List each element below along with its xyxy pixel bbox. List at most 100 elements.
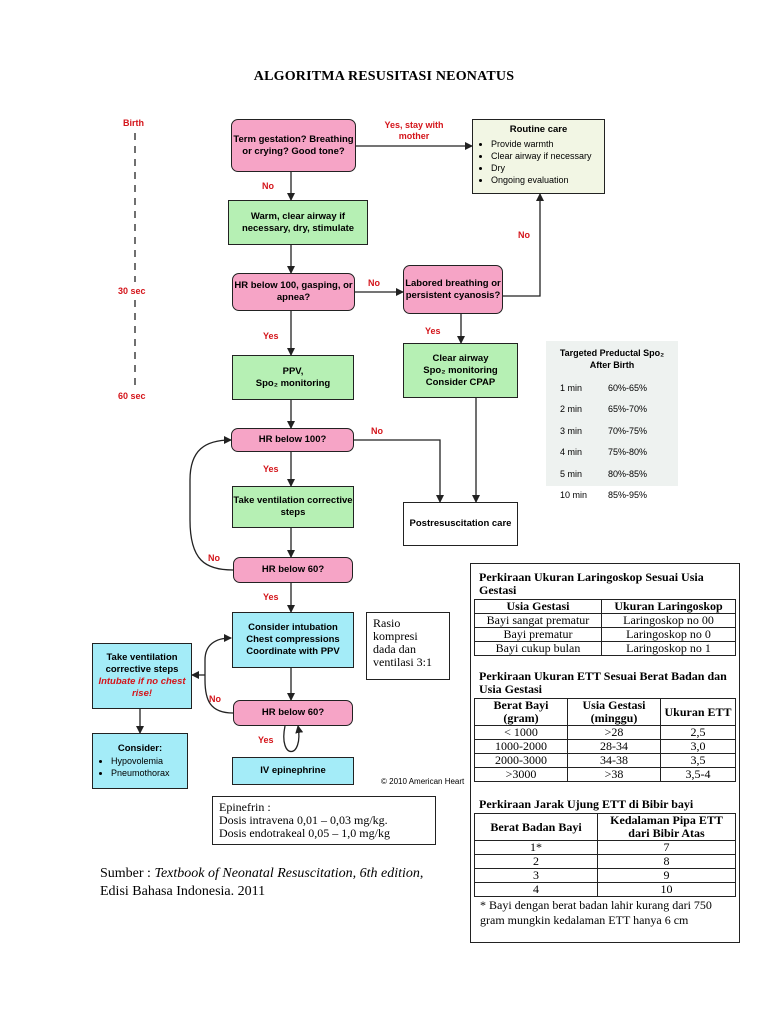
table-cell: Laringoskop no 0 (601, 627, 736, 642)
spo2-title-line2: After Birth (589, 360, 635, 370)
ppv-line1: PPV, (282, 365, 304, 377)
copyright-text: © 2010 American Heart (381, 777, 465, 786)
spo2-range: 65%-70% (608, 404, 648, 415)
arrow-loop-hr60-hr100 (189, 436, 234, 571)
routine-care-list: Provide warmth Clear airway if necessary… (479, 138, 598, 186)
spo2-time: 3 min (560, 425, 583, 436)
hr100-gasping-box: HR below 100, gasping, or apnea? (232, 273, 355, 311)
clear-airway-line1: Clear airway (432, 352, 489, 364)
spo2-range: 60%-65% (608, 382, 648, 393)
arrow-hr60b-epi-loop (283, 725, 304, 753)
spo2-row: 2 min 65%-70% (552, 399, 672, 421)
routine-care-title: Routine care (509, 124, 568, 135)
postresuscitation-box: Postresuscitation care (403, 502, 518, 546)
label-yes-labored: Yes (425, 326, 441, 336)
spo2-time: 5 min (560, 468, 583, 479)
table-cell: Laringoskop no 00 (601, 613, 736, 628)
consider-intub-line2: Chest compressions (246, 634, 340, 645)
labored-breathing-box: Labored breathing or persistent cyanosis… (403, 265, 503, 314)
hr60-box-b: HR below 60? (233, 700, 353, 726)
spo2-row: 10 min 85%-95% (552, 485, 672, 507)
table-cell: 3,0 (660, 739, 736, 754)
ett-size-title: Perkiraan Ukuran ETT Sesuai Berat Badan … (479, 669, 727, 696)
ett-depth-table: Berat Badan Bayi Kedalaman Pipa ETT dari… (474, 813, 736, 897)
spo2-range: 70%-75% (608, 425, 648, 436)
table-cell: 4 (474, 882, 598, 897)
table-cell: 1* (474, 840, 598, 855)
epinefrin-line1: Epinefrin : (219, 800, 271, 814)
label-yes-2: Yes (263, 464, 279, 474)
term-gestation-box: Term gestation? Breathing or crying? Goo… (231, 119, 356, 172)
warm-box: Warm, clear airway if necessary, dry, st… (228, 200, 368, 245)
label-yes-3: Yes (263, 592, 279, 602)
table-header: Usia Gestasi (474, 599, 602, 614)
spo2-range: 85%-95% (608, 490, 648, 501)
spo2-range: 80%-85% (608, 468, 648, 479)
table-header: Ukuran Laringoskop (601, 599, 736, 614)
epinefrin-line2: Dosis intravena 0,01 – 0,03 mg/kg. (219, 813, 388, 827)
timeline-60sec: 60 sec (118, 391, 146, 401)
table-cell: 10 (597, 882, 736, 897)
iv-epinephrine-box: IV epinephrine (232, 757, 354, 785)
routine-item: Provide warmth (491, 138, 598, 150)
consider-item: Pneumothorax (111, 767, 181, 779)
consider-list: Hypovolemia Pneumothorax (99, 755, 181, 779)
clear-airway-line3: Consider CPAP (425, 376, 496, 388)
hr60-box-a: HR below 60? (233, 557, 353, 583)
source-italic: Textbook of Neonatal Resuscitation, 6th … (154, 866, 420, 881)
table-header-row: Berat Bayi (gram) Usia Gestasi (minggu) … (474, 698, 736, 726)
table-header: Ukuran ETT (660, 698, 736, 726)
label-no-routine: No (518, 230, 530, 240)
left-take-vent-text: Take ventilation corrective steps (105, 652, 179, 675)
table-header-row: Berat Badan Bayi Kedalaman Pipa ETT dari… (474, 813, 736, 841)
table-cell: < 1000 (474, 725, 568, 740)
spo2-time: 10 min (560, 490, 588, 501)
consider-intub-line1: Consider intubation (248, 622, 338, 633)
table-header: Berat Bayi (gram) (474, 698, 568, 726)
spo2-range: 75%-80% (608, 447, 648, 458)
table-header: Berat Badan Bayi (474, 813, 598, 841)
table-header: Kedalaman Pipa ETT dari Bibir Atas (597, 813, 736, 841)
arrow-hr60b-intub (204, 634, 234, 714)
laringoskop-table: Usia Gestasi Ukuran Laringoskop Bayi san… (474, 599, 736, 656)
take-ventilation-box: Take ventilation corrective steps (232, 486, 354, 528)
epinefrin-note: Epinefrin : Dosis intravena 0,01 – 0,03 … (212, 796, 436, 845)
source-suffix: , Edisi Bahasa Indonesia. 2011 (100, 866, 424, 899)
table-cell: >3000 (474, 767, 568, 782)
ett-depth-title: Perkiraan Jarak Ujung ETT di Bibir bayi (479, 797, 694, 811)
arrow-labored-routine (503, 193, 544, 297)
table-cell: 2,5 (660, 725, 736, 740)
table-cell: 3,5 (660, 753, 736, 768)
routine-care-box: Routine care Provide warmth Clear airway… (472, 119, 605, 194)
spo2-target-table: Targeted Preductal Spo₂ After Birth 1 mi… (546, 341, 678, 500)
table-cell: 2000-3000 (474, 753, 568, 768)
spo2-time: 2 min (560, 404, 583, 415)
source-citation: Sumber : Textbook of Neonatal Resuscitat… (100, 865, 430, 901)
ett-depth-footnote: * Bayi dengan berat badan lahir kurang d… (480, 898, 712, 927)
consider-item: Hypovolemia (111, 755, 181, 767)
laringoskop-title: Perkiraan Ukuran Laringoskop Sesuai Usia… (479, 570, 704, 597)
ett-size-table: Berat Bayi (gram) Usia Gestasi (minggu) … (474, 698, 736, 782)
clear-airway-line2: Spo₂ monitoring (423, 364, 498, 376)
label-no-4: No (209, 694, 221, 704)
timeline-birth: Birth (123, 118, 144, 128)
table-header: Usia Gestasi (minggu) (567, 698, 661, 726)
table-cell: >38 (567, 767, 661, 782)
routine-item: Clear airway if necessary (491, 150, 598, 162)
table-cell: Bayi cukup bulan (474, 641, 602, 656)
label-no-3: No (371, 426, 383, 436)
spo2-row: 5 min 80%-85% (552, 463, 672, 485)
hr100-box: HR below 100? (231, 428, 354, 452)
label-no-loop: No (208, 553, 220, 563)
page-title: ALGORITMA RESUSITASI NEONATUS (253, 69, 515, 84)
intubate-if-text: Intubate if no chest rise! (98, 676, 186, 699)
label-no-1: No (262, 181, 274, 191)
